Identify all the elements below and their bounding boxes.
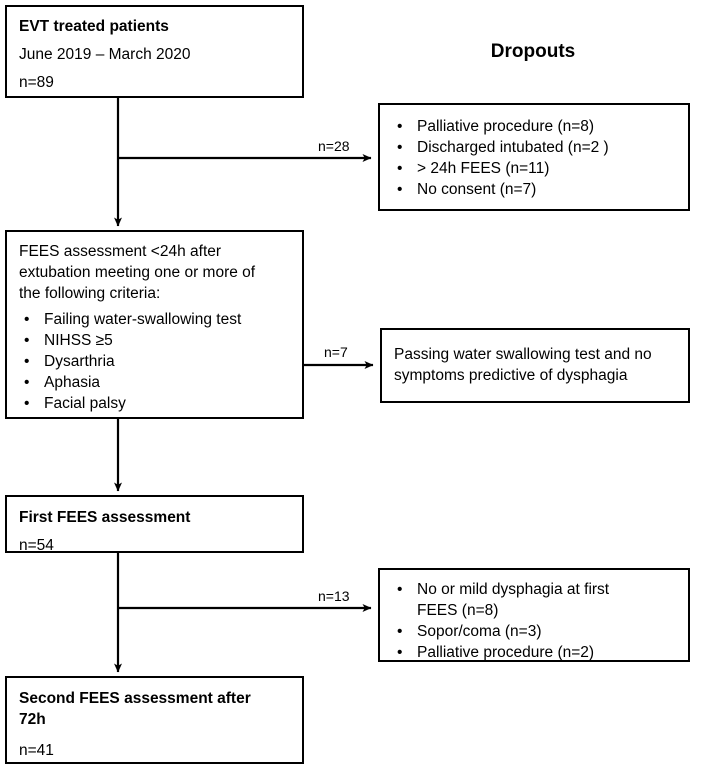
bullet-icon: • (24, 353, 30, 370)
bullet-icon: • (24, 332, 30, 349)
evt-period: June 2019 – March 2020 (19, 46, 191, 63)
spacer (19, 37, 292, 44)
dropouts-second-list: • No or mild dysphagia at first FEES (n=… (392, 579, 678, 663)
list-item: • Palliative procedure (n=8) (392, 116, 678, 137)
box-first-fees-assessment: First FEES assessment n=54 (5, 495, 304, 554)
evt-heading: EVT treated patients (19, 18, 169, 35)
list-item-label: Dysarthria (44, 353, 115, 370)
list-item-continuation: FEES (n=8) (392, 600, 678, 621)
edge-label-n13: n=13 (318, 588, 350, 604)
list-item: • Dysarthria (19, 351, 292, 372)
dropouts-column-title: Dropouts (490, 41, 576, 62)
list-item-label: Facial palsy (44, 395, 126, 412)
fees-intro-line-3: the following criteria: (19, 285, 161, 302)
bullet-icon: • (397, 160, 403, 177)
second-fees-count: n=41 (19, 742, 54, 759)
bullet-icon: • (397, 118, 403, 135)
spacer (19, 528, 292, 535)
box-dropouts-second: • No or mild dysphagia at first FEES (n=… (378, 568, 690, 662)
list-item-label: Failing water-swallowing test (44, 311, 242, 328)
list-item: • NIHSS ≥5 (19, 330, 292, 351)
bullet-icon: • (397, 623, 403, 640)
list-item: • Aphasia (19, 372, 292, 393)
bullet-icon: • (397, 644, 403, 661)
dropouts-first-list: • Palliative procedure (n=8) • Discharge… (392, 116, 678, 200)
list-item: • Facial palsy (19, 393, 292, 414)
list-item: • > 24h FEES (n=11) (392, 158, 678, 179)
fees-criteria-list: • Failing water-swallowing test • NIHSS … (19, 309, 292, 414)
first-fees-count: n=54 (19, 537, 54, 554)
excluded-line-2: symptoms predictive of dysphagia (394, 367, 628, 384)
second-fees-heading-line-1: Second FEES assessment after (19, 690, 251, 707)
bullet-icon: • (397, 139, 403, 156)
edge-label-n28: n=28 (318, 138, 350, 154)
spacer (19, 65, 292, 72)
list-item-label: > 24h FEES (n=11) (417, 160, 550, 177)
bullet-icon: • (24, 374, 30, 391)
list-item-label: Aphasia (44, 374, 101, 391)
list-item-label: NIHSS ≥5 (44, 332, 113, 349)
fees-intro-line-2: extubation meeting one or more of (19, 264, 256, 281)
box-evt-treated-patients: EVT treated patients June 2019 – March 2… (5, 5, 304, 98)
bullet-icon: • (397, 581, 403, 598)
list-item-label: Palliative procedure (n=8) (417, 118, 595, 135)
box-dropouts-first: • Palliative procedure (n=8) • Discharge… (378, 103, 690, 211)
list-item: • No consent (n=7) (392, 179, 678, 200)
excluded-line-1: Passing water swallowing test and no (394, 346, 652, 363)
list-item-label: Palliative procedure (n=2) (417, 644, 595, 661)
list-item-label: Sopor/coma (n=3) (417, 623, 542, 640)
box-second-fees-assessment: Second FEES assessment after 72h n=41 (5, 676, 304, 764)
list-item: • No or mild dysphagia at first (392, 579, 678, 600)
fees-intro-line-1: FEES assessment <24h after (19, 243, 222, 260)
first-fees-heading: First FEES assessment (19, 509, 191, 526)
list-item: • Discharged intubated (n=2 ) (392, 137, 678, 158)
bullet-icon: • (24, 311, 30, 328)
edge-label-n7: n=7 (324, 344, 348, 360)
list-item-label: No or mild dysphagia at first (417, 581, 610, 598)
spacer (19, 730, 292, 740)
bullet-icon: • (397, 181, 403, 198)
list-item-label: Discharged intubated (n=2 ) (417, 139, 609, 156)
list-item-label: No consent (n=7) (417, 181, 537, 198)
evt-count: n=89 (19, 74, 54, 91)
list-item: • Palliative procedure (n=2) (392, 642, 678, 663)
list-item: • Failing water-swallowing test (19, 309, 292, 330)
list-item: • Sopor/coma (n=3) (392, 621, 678, 642)
bullet-icon: • (24, 395, 30, 412)
box-fees-assessment-criteria: FEES assessment <24h after extubation me… (5, 230, 304, 419)
second-fees-heading-line-2: 72h (19, 711, 46, 728)
box-excluded-passing-test: Passing water swallowing test and no sym… (380, 328, 690, 403)
list-item-label: FEES (n=8) (417, 602, 499, 619)
